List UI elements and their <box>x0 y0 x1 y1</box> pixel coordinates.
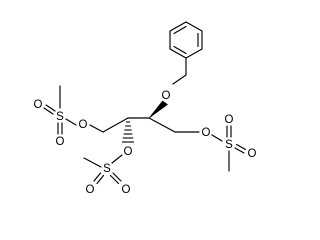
mesyloxy-hash-bond <box>122 121 134 143</box>
oxygen-to-sulfur-bond-right <box>211 134 223 142</box>
left-s-o-double-bond <box>45 104 56 112</box>
benzene-ring <box>169 21 203 59</box>
bottom-s-o-double-bond-right <box>112 172 122 182</box>
bottom-sulfur-label: S <box>103 163 111 175</box>
left-sulfonyl-oxygen-label-bottom: O <box>56 136 65 148</box>
backbone-bond-c3-c4 <box>148 117 176 133</box>
left-sulfonyl-oxygen-label: O <box>34 99 43 111</box>
left-ester-oxygen-label: O <box>79 119 88 131</box>
oxygen-to-sulfur-bond <box>65 118 77 126</box>
ring-bond <box>185 48 203 59</box>
ring-double-bond <box>173 45 187 55</box>
bottom-methyl-bond <box>83 157 102 168</box>
ring-bond <box>169 21 187 32</box>
benzyloxy-wedge-bond <box>148 100 168 119</box>
ring-bond <box>169 48 187 59</box>
bottom-sulfonyl-oxygen-label-left: O <box>86 184 95 196</box>
bottom-s-o-double-bond <box>93 172 102 182</box>
backbone-bond-c1-c2 <box>102 117 129 133</box>
left-sulfur-label: S <box>56 111 64 123</box>
right-ester-oxygen-label: O <box>202 127 211 139</box>
bottom-ester-oxygen-label: O <box>124 146 133 158</box>
ch2-to-oxygen-bond <box>172 74 187 85</box>
bottom-s-o-double-bond <box>96 174 105 185</box>
right-sulfonyl-oxygen-label-bottom: O <box>248 148 257 160</box>
oxygen-to-sulfur-bond-bottom <box>111 154 123 164</box>
ring-double-bond <box>173 25 187 35</box>
right-s-o-double-bond <box>235 143 247 151</box>
bottom-sulfonyl-oxygen-label-right: O <box>122 184 131 196</box>
ring-bond <box>185 21 203 32</box>
left-s-o-double-bond <box>43 107 54 115</box>
bottom-s-o-double-bond-right <box>109 174 120 185</box>
c1-to-oxygen-bond <box>89 124 104 133</box>
right-sulfur-label: S <box>225 139 233 151</box>
right-sulfonyl-oxygen-label-top: O <box>225 114 234 126</box>
right-s-o-double-bond <box>234 147 245 154</box>
chemical-structure-diagram: O O S O O O S O O O S O <box>34 21 257 196</box>
benzyl-oxygen-label: O <box>162 90 171 102</box>
